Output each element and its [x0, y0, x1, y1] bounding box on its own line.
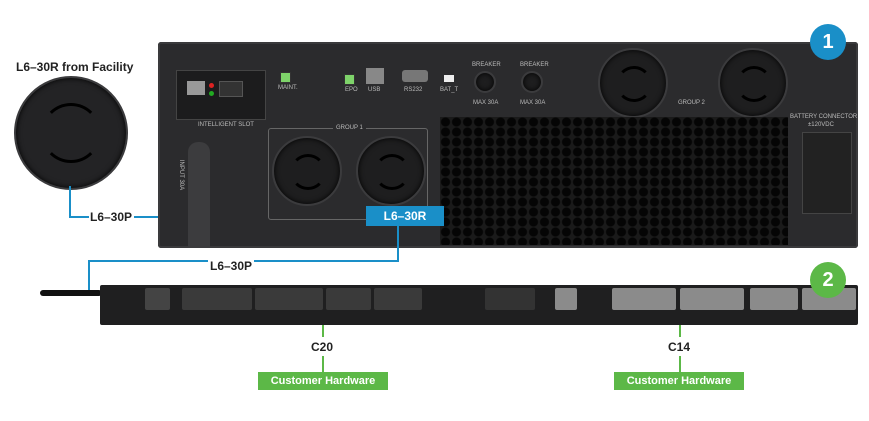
group1-outlet-1	[272, 136, 342, 206]
fan-grille	[440, 117, 788, 245]
c19-outlet-group	[374, 288, 422, 310]
facility-outlet	[14, 76, 128, 190]
breaker1-rating: MAX 30A	[473, 100, 499, 106]
input-label: INPUT 30A	[178, 159, 185, 191]
customer-hardware-left: Customer Hardware	[258, 372, 388, 390]
breaker2-rating: MAX 30A	[520, 100, 546, 106]
maint-label: MAINT.	[278, 85, 298, 91]
c20-label: C20	[311, 340, 334, 354]
group1-label: GROUP 1	[333, 125, 366, 131]
input-cable	[188, 142, 210, 248]
bat-t-port	[444, 75, 454, 82]
intelligent-slot-label: INTELLIGENT SLOT	[198, 122, 254, 128]
bat-t-label: BAT_T	[440, 87, 459, 93]
group1-outlet-2	[356, 136, 426, 206]
usb-label: USB	[368, 87, 381, 93]
c13-outlet-group	[750, 288, 798, 310]
epo-port	[344, 74, 355, 85]
rs232-port	[402, 70, 428, 82]
pdu	[100, 285, 858, 325]
group2-label: GROUP 2	[678, 100, 705, 106]
customer-hardware-right: Customer Hardware	[614, 372, 744, 390]
battery-connector	[802, 132, 852, 214]
outlet-slots-icon	[41, 103, 101, 163]
pdu-controller	[485, 288, 535, 310]
c13-outlet-group	[612, 288, 676, 310]
breaker2-button	[521, 71, 543, 93]
breaker1-button	[474, 71, 496, 93]
facility-plug-label: L6–30P	[90, 210, 133, 224]
maint-port	[280, 72, 291, 83]
pdu-cable	[40, 290, 102, 296]
c13-outlet-group	[182, 288, 252, 310]
c14-label: C14	[668, 340, 691, 354]
breaker1-label: BREAKER	[472, 62, 501, 68]
battery-voltage-label: ±120VDC	[808, 122, 834, 128]
breaker2-label: BREAKER	[520, 62, 549, 68]
ups-outlet-label: L6–30R	[366, 206, 444, 226]
c13-outlet-group	[680, 288, 744, 310]
usb-port	[366, 68, 384, 84]
c13-outlet-group	[326, 288, 371, 310]
epo-label: EPO	[345, 87, 358, 93]
pdu-breaker-2	[555, 288, 577, 310]
badge-pdu: 2	[810, 262, 846, 298]
group2-outlet-2	[718, 48, 788, 118]
pdu-plug-label: L6–30P	[208, 259, 255, 273]
badge-ups: 1	[810, 24, 846, 60]
facility-outlet-label: L6–30R from Facility	[16, 60, 134, 74]
intelligent-slot-card	[176, 70, 266, 120]
c13-outlet-group	[255, 288, 323, 310]
pdu-breaker	[145, 288, 170, 310]
group2-outlet-1	[598, 48, 668, 118]
rs232-label: RS232	[404, 87, 423, 93]
battery-connector-label: BATTERY CONNECTOR	[790, 114, 858, 120]
